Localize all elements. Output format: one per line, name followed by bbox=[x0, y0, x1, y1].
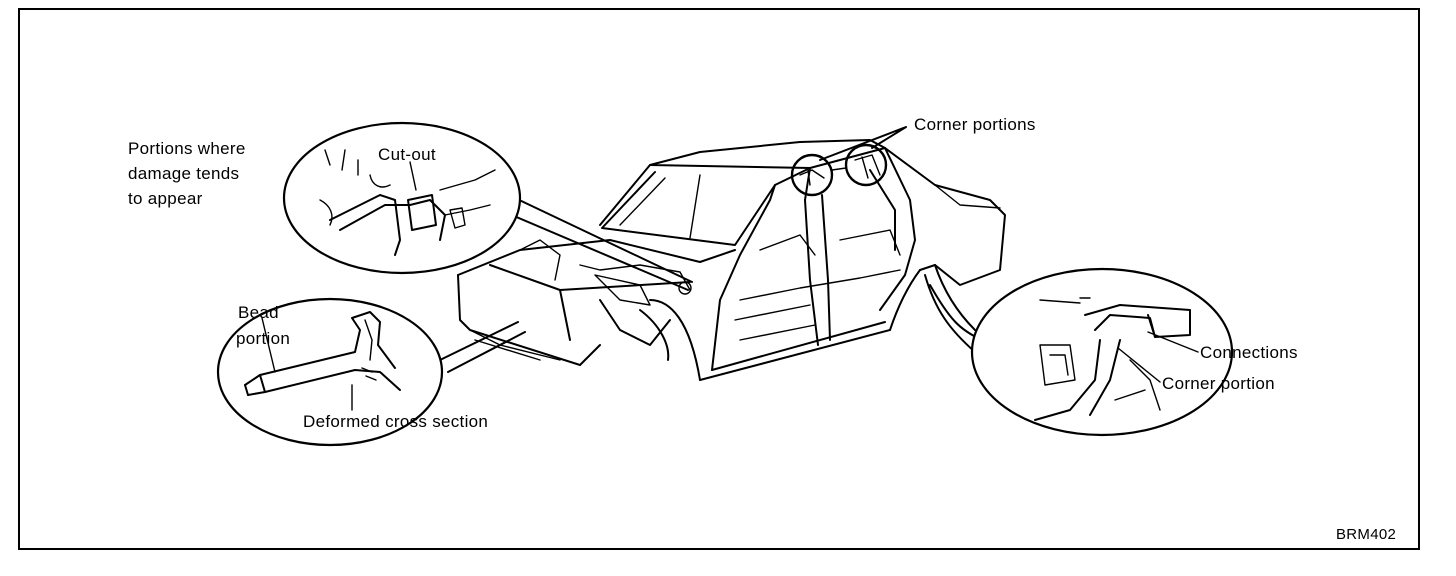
car-body-shell bbox=[457, 139, 1006, 381]
damage-label-line3: to appear bbox=[128, 189, 203, 208]
damage-label-line2: damage tends bbox=[128, 164, 240, 183]
bead-label-line1: Bead bbox=[238, 303, 279, 322]
cutout-detail-circle bbox=[282, 121, 522, 275]
connections-label: Connections bbox=[1200, 343, 1298, 362]
bead-detail-circle bbox=[216, 297, 444, 447]
cutout-pointer bbox=[409, 161, 417, 191]
cutout-label: Cut-out bbox=[378, 145, 436, 164]
figure-frame bbox=[18, 8, 1420, 550]
cutout-callout-leader bbox=[499, 197, 693, 291]
figure-code: BRM402 bbox=[1336, 526, 1397, 543]
corner-portions-label: Corner portions bbox=[914, 115, 1036, 134]
corner-portion-label: Corner portion bbox=[1162, 374, 1275, 393]
rear-detail-circle bbox=[970, 267, 1234, 437]
deformed-cross-section-label: Deformed cross section bbox=[303, 412, 489, 431]
bead-label-line2: portion bbox=[236, 329, 291, 348]
corner-circles bbox=[790, 126, 907, 197]
bead-callout-leader bbox=[439, 321, 526, 373]
damage-label-line1: Portions where bbox=[128, 139, 246, 158]
